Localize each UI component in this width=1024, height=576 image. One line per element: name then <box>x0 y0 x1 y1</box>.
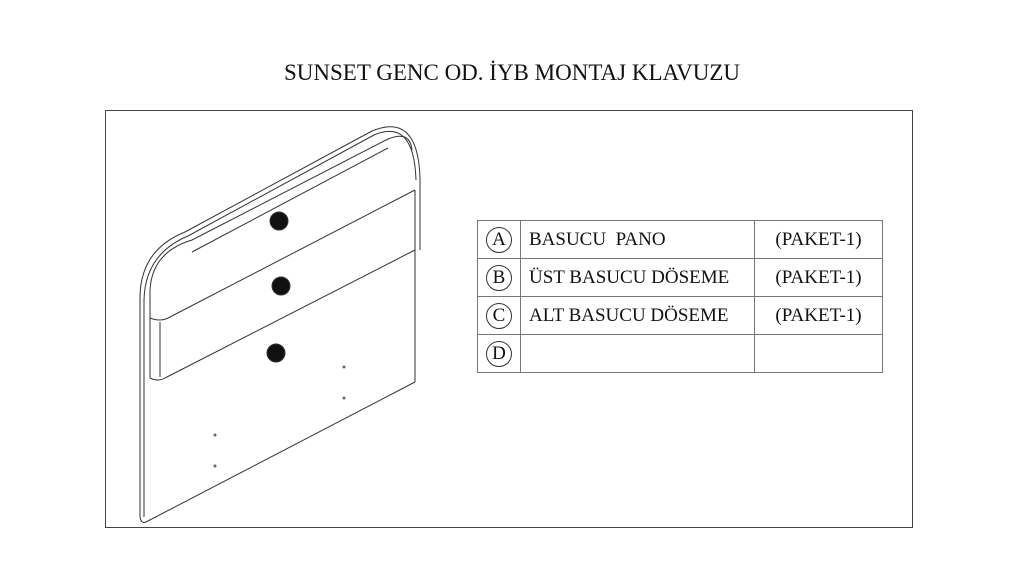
svg-text:C: C <box>277 279 285 293</box>
parts-table: A BASUCU PANO (PAKET-1) B ÜST BASUCU DÖS… <box>477 220 883 373</box>
band-b-c-separator <box>149 189 416 321</box>
label-c: C <box>271 276 291 296</box>
part-name: BASUCU PANO <box>520 220 755 259</box>
part-key: A <box>486 226 512 253</box>
hole <box>342 365 346 369</box>
hole <box>213 433 217 437</box>
table-row: B ÜST BASUCU DÖSEME (PAKET-1) <box>477 258 883 297</box>
table-row: A BASUCU PANO (PAKET-1) <box>477 220 883 259</box>
part-package: (PAKET-1) <box>754 258 883 297</box>
hole <box>213 464 217 468</box>
part-name: ALT BASUCU DÖSEME <box>520 296 755 335</box>
part-package: (PAKET-1) <box>754 296 883 335</box>
svg-text:A: A <box>272 346 281 360</box>
svg-text:B: B <box>275 214 283 228</box>
label-a: A <box>266 343 286 363</box>
part-key: C <box>486 302 512 329</box>
band-b-top <box>149 135 413 318</box>
part-key: B <box>486 264 512 291</box>
table-row: D <box>477 334 883 373</box>
band-b-inner <box>191 147 389 253</box>
part-package <box>754 334 883 373</box>
hole <box>342 396 346 400</box>
panel-a-bottom <box>139 381 416 523</box>
outer-profile <box>139 126 421 517</box>
part-key: D <box>486 340 512 367</box>
drawing-frame <box>105 110 913 528</box>
outer-profile-inner <box>143 130 417 517</box>
part-name <box>520 334 755 373</box>
part-name: ÜST BASUCU DÖSEME <box>520 258 755 297</box>
table-row: C ALT BASUCU DÖSEME (PAKET-1) <box>477 296 883 335</box>
label-b: B <box>269 211 289 231</box>
band-c-bottom <box>149 249 416 381</box>
part-package: (PAKET-1) <box>754 220 883 259</box>
document-title: SUNSET GENC OD. İYB MONTAJ KLAVUZU <box>283 60 741 85</box>
